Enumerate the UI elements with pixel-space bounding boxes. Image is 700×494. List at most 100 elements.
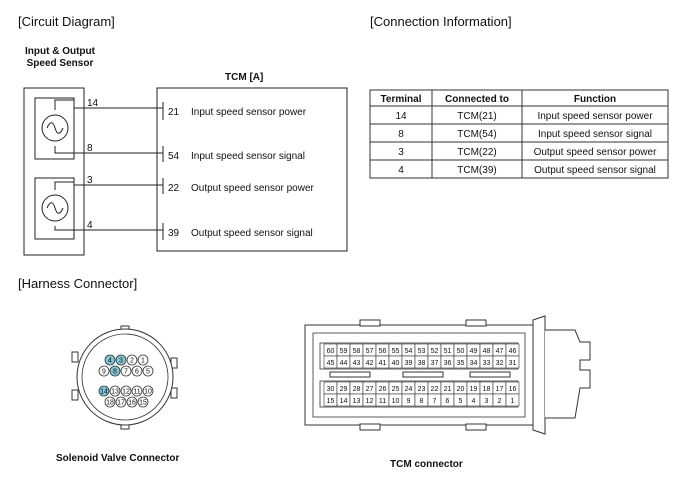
- tcm-pin-label: 19: [470, 386, 478, 393]
- terminal-3: 3: [87, 175, 93, 186]
- table-cell: TCM(39): [457, 165, 496, 176]
- tcm-pin-label: 37: [431, 360, 439, 367]
- table-header-terminal: Terminal: [381, 94, 422, 105]
- terminal-4: 4: [87, 220, 93, 231]
- tcm-pin-label: 5: [459, 398, 463, 405]
- terminal-14: 14: [87, 98, 99, 109]
- tcm-pin-label: 34: [470, 360, 478, 367]
- solenoid-pin-label: 14: [100, 389, 108, 396]
- solenoid-connector-label: Solenoid Valve Connector: [56, 453, 180, 464]
- solenoid-pin: [109, 385, 121, 397]
- tcm-pin-label: 26: [379, 386, 387, 393]
- solenoid-pin-label: 8: [113, 369, 117, 376]
- tcm-signal-54: Input speed sensor signal: [191, 151, 305, 162]
- connection-info-header: [Connection Information]: [370, 14, 512, 29]
- sensor-label: Input & Output Speed Sensor: [18, 46, 102, 70]
- tcm-pin-21: 21: [168, 107, 180, 118]
- solenoid-pin-label: 16: [128, 400, 136, 407]
- wire-4: [54, 226, 163, 231]
- table-cell: Input speed sensor power: [537, 111, 653, 122]
- tcm-pin-label: 30: [327, 386, 335, 393]
- tcm-pin-label: 12: [366, 398, 374, 405]
- tcm-pin-label: 44: [340, 360, 348, 367]
- tcm-signal-22: Output speed sensor power: [191, 183, 315, 194]
- tcm-pin-label: 41: [379, 360, 387, 367]
- tcm-pin-label: 11: [379, 398, 386, 405]
- solenoid-pin: [104, 396, 116, 408]
- tcm-pin-39: 39: [168, 228, 180, 239]
- tcm-pin-label: 60: [327, 348, 335, 355]
- solenoid-pin-label: 15: [139, 400, 147, 407]
- solenoid-pin-label: 5: [146, 369, 150, 376]
- solenoid-pin: [126, 396, 138, 408]
- solenoid-pin-label: 3: [119, 358, 123, 365]
- tcm-pin: [505, 393, 520, 407]
- tcm-pin-label: 13: [353, 398, 361, 405]
- solenoid-pin: [115, 396, 127, 408]
- tcm-pin-label: 50: [457, 348, 465, 355]
- solenoid-pin: [98, 365, 110, 377]
- tcm-pin-label: 14: [340, 398, 348, 405]
- input-sensor-box: [34, 97, 75, 160]
- table-cell: 4: [398, 165, 404, 176]
- solenoid-pin-label: 12: [122, 389, 130, 396]
- harness-connector-header: [Harness Connector]: [18, 276, 138, 291]
- tcm-pin-label: 24: [405, 386, 413, 393]
- tcm-pin-label: 22: [431, 386, 439, 393]
- table-cell: Input speed sensor signal: [538, 129, 652, 140]
- tcm-pin-label: 21: [444, 386, 452, 393]
- tcm-pin-label: 52: [431, 348, 439, 355]
- solenoid-pin-label: 2: [130, 358, 134, 365]
- tcm-pin-label: 20: [457, 386, 465, 393]
- tcm-pin-label: 29: [340, 386, 348, 393]
- tcm-connector-label: TCM connector: [390, 459, 463, 470]
- tcm-pin-label: 4: [472, 398, 476, 405]
- tcm-pin-label: 45: [327, 360, 335, 367]
- table-cell: 3: [398, 147, 404, 158]
- tcm-pin-label: 27: [366, 386, 374, 393]
- tcm-pin-label: 57: [366, 348, 374, 355]
- table-cell: Output speed sensor power: [534, 147, 658, 158]
- tcm-pin-label: 59: [340, 348, 348, 355]
- tcm-pin-label: 39: [405, 360, 413, 367]
- tcm-pin: [505, 355, 520, 369]
- tcm-pin-label: 54: [405, 348, 413, 355]
- output-sensor-box: [34, 177, 75, 240]
- tcm-pin-label: 2: [498, 398, 502, 405]
- tcm-pin-label: 3: [485, 398, 489, 405]
- tcm-pin-label: 6: [446, 398, 450, 405]
- tcm-pin-label: 1: [511, 398, 515, 405]
- wire-3: [54, 181, 163, 190]
- tcm-pin-22: 22: [168, 183, 180, 194]
- terminal-8: 8: [87, 143, 93, 154]
- tcm-pin-label: 58: [353, 348, 361, 355]
- tcm-pin-label: 31: [509, 360, 517, 367]
- solenoid-pin-label: 18: [106, 400, 114, 407]
- tcm-pin-label: 18: [483, 386, 491, 393]
- solenoid-pin: [131, 365, 143, 377]
- sensor-label-line2: Speed Sensor: [26, 58, 94, 69]
- solenoid-pin: [126, 354, 138, 366]
- tcm-pin-label: 53: [418, 348, 426, 355]
- table-cell: TCM(22): [457, 147, 496, 158]
- solenoid-pin: [115, 354, 127, 366]
- tcm-pin-label: 42: [366, 360, 374, 367]
- connection-table: Terminal Connected to Function 14 TCM(21…: [369, 89, 669, 179]
- solenoid-pin-label: 7: [124, 369, 128, 376]
- input-sensor-symbol: [41, 114, 69, 142]
- tcm-pin-label: 55: [392, 348, 400, 355]
- tcm-pin-label: 32: [496, 360, 504, 367]
- tcm-pin-label: 51: [444, 348, 452, 355]
- wire-8: [54, 146, 163, 154]
- tcm-pin-label: 9: [407, 398, 411, 405]
- tcm-pin-label: 35: [457, 360, 465, 367]
- tcm-pin-label: 16: [509, 386, 517, 393]
- solenoid-pin: [109, 365, 121, 377]
- tcm-pin-label: 10: [392, 398, 400, 405]
- table-cell: TCM(21): [457, 111, 496, 122]
- tcm-pin-label: 36: [444, 360, 452, 367]
- solenoid-pin: [137, 396, 149, 408]
- tcm-pin-label: 40: [392, 360, 400, 367]
